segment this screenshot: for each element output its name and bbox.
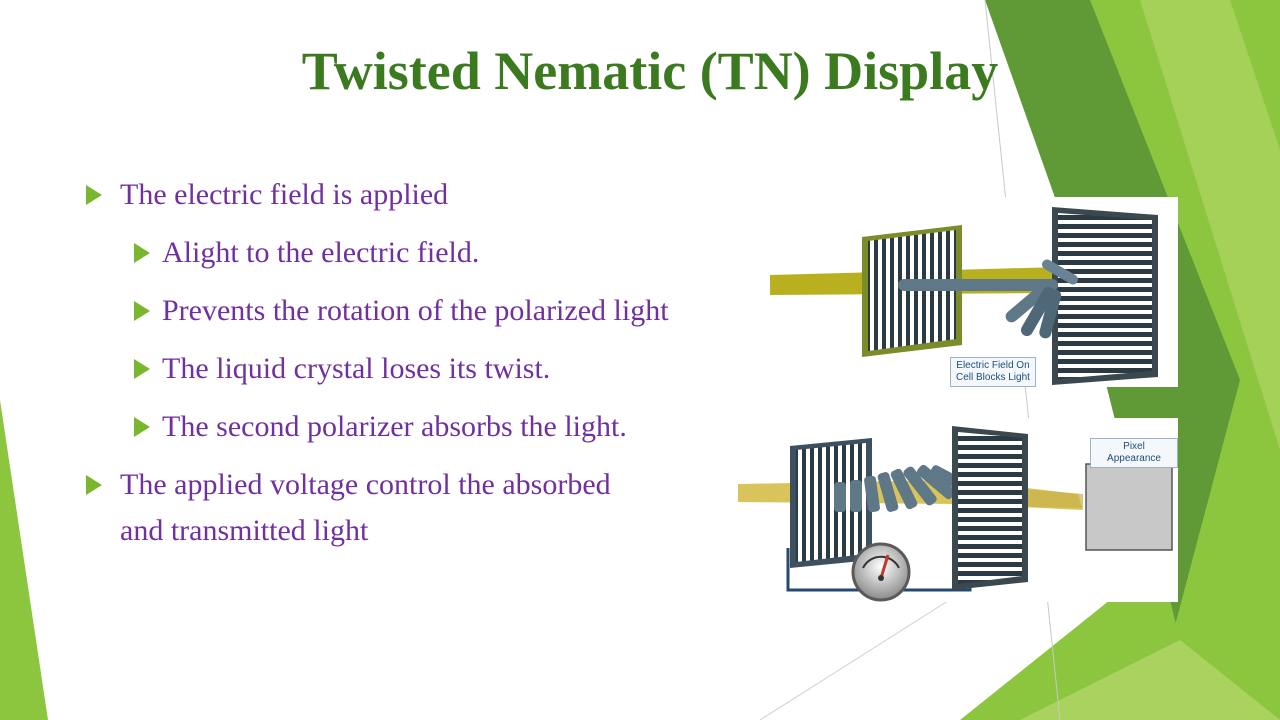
bullet-item: The applied voltage control the absorbed…: [86, 462, 640, 554]
figure-pixel-appearance: Pixel Appearance: [738, 418, 1178, 602]
field-on-caption: Electric Field On Cell Blocks Light: [950, 357, 1036, 387]
voltmeter-icon: [851, 542, 911, 602]
figure-field-on: Electric Field On Cell Blocks Light: [770, 197, 1178, 387]
slide-title: Twisted Nematic (TN) Display: [301, 41, 999, 101]
bullet-arrow-icon: [134, 243, 150, 263]
pixel-illustration: [738, 426, 1173, 602]
sub-bullet-item: Alight to the electric field.: [86, 230, 686, 276]
pixel-appearance-caption: Pixel Appearance: [1090, 438, 1178, 468]
sub-bullet-item: The liquid crystal loses its twist.: [86, 346, 686, 392]
field-on-illustration: [770, 207, 1158, 385]
sub-bullet-item: The second polarizer absorbs the light.: [86, 404, 742, 450]
sub-bullet-item: Prevents the rotation of the polarized l…: [86, 288, 682, 334]
bullet-arrow-icon: [134, 301, 150, 321]
bullet-list: The electric field is applied Alight to …: [86, 172, 686, 554]
bullet-item: The electric field is applied: [86, 172, 686, 218]
bullet-arrow-icon: [86, 475, 102, 495]
bullet-arrow-icon: [134, 417, 150, 437]
bullet-arrow-icon: [134, 359, 150, 379]
bullet-arrow-icon: [86, 185, 102, 205]
